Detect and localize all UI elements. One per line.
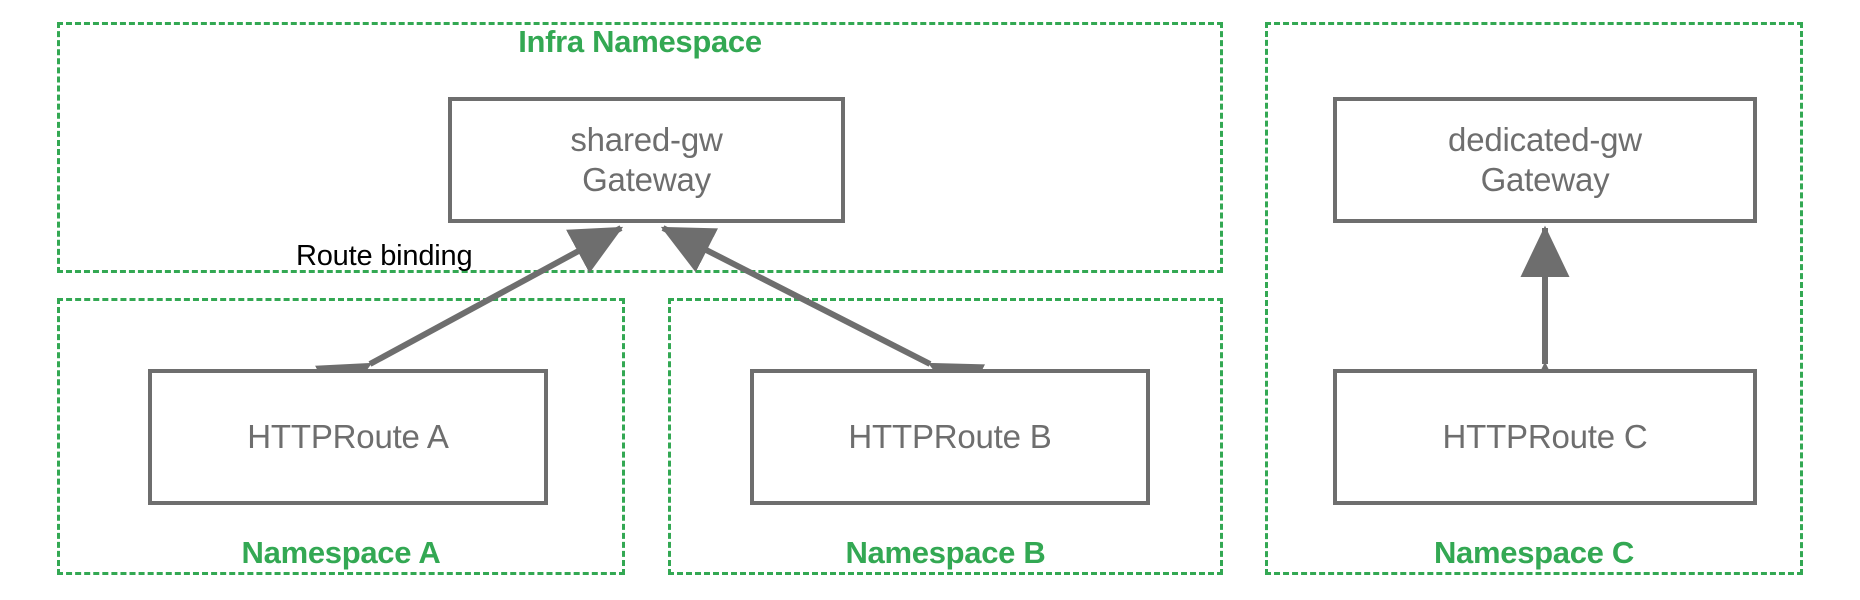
namespace-label-c: Namespace C — [1433, 535, 1635, 570]
node-httproute-a[interactable]: HTTPRoute A — [148, 369, 548, 505]
namespace-label-infra: Infra Namespace — [518, 24, 762, 59]
node-httproute-c[interactable]: HTTPRoute C — [1333, 369, 1757, 505]
namespace-box-c — [1265, 22, 1803, 575]
node-dedicated-gw-gateway[interactable]: dedicated-gw Gateway — [1333, 97, 1757, 223]
node-httproute-b-label: HTTPRoute B — [848, 417, 1052, 455]
namespace-label-b: Namespace B — [845, 535, 1046, 570]
namespace-label-a: Namespace A — [241, 535, 441, 570]
node-httproute-c-label: HTTPRoute C — [1442, 417, 1648, 455]
edge-label-route-binding: Route binding — [296, 240, 473, 272]
node-shared-gw-gateway[interactable]: shared-gw Gateway — [448, 97, 845, 223]
node-dedicated-gw-line2: Gateway — [1480, 161, 1610, 198]
node-dedicated-gw-line1: dedicated-gw — [1448, 120, 1642, 158]
node-shared-gw-line1: shared-gw — [570, 120, 723, 158]
node-httproute-b[interactable]: HTTPRoute B — [750, 369, 1150, 505]
node-shared-gw-line2: Gateway — [582, 161, 711, 198]
node-httproute-a-label: HTTPRoute A — [247, 417, 449, 455]
namespace-box-infra — [57, 22, 1223, 273]
